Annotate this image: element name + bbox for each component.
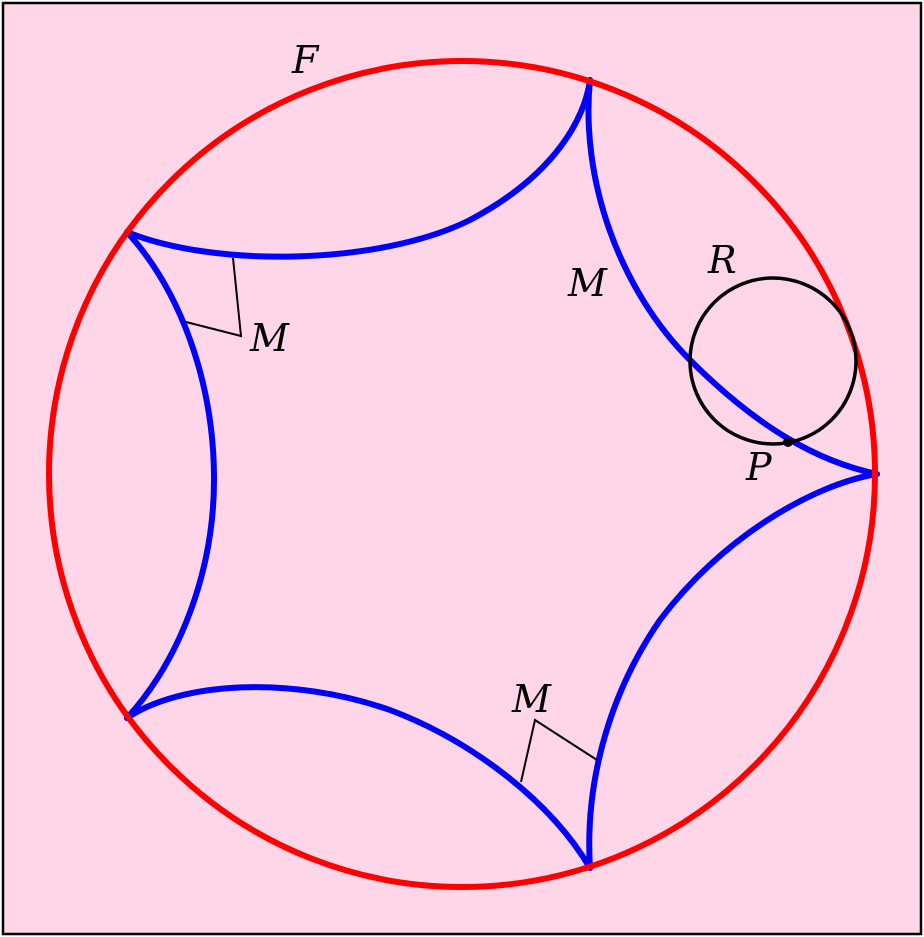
circle-r [688, 276, 858, 446]
point-p [783, 437, 793, 447]
geodesic-arcs [124, 77, 880, 871]
label-circle-r: R [707, 238, 737, 282]
boundary-circle [46, 58, 878, 890]
geodesic-lower-right [586, 471, 880, 871]
right-angle-marker-left [185, 257, 243, 338]
label-boundary-f: F [291, 38, 320, 82]
geodesic-top [124, 77, 593, 260]
right-angle-marker-bottom [520, 718, 598, 783]
geodesic-left [124, 229, 218, 721]
label-geodesic-m-top: M [567, 261, 608, 305]
label-geodesic-m-left: M [249, 316, 290, 360]
label-geodesic-m-bottom: M [511, 677, 552, 721]
geodesic-bottom [124, 684, 593, 871]
label-point-p: P [745, 445, 773, 489]
